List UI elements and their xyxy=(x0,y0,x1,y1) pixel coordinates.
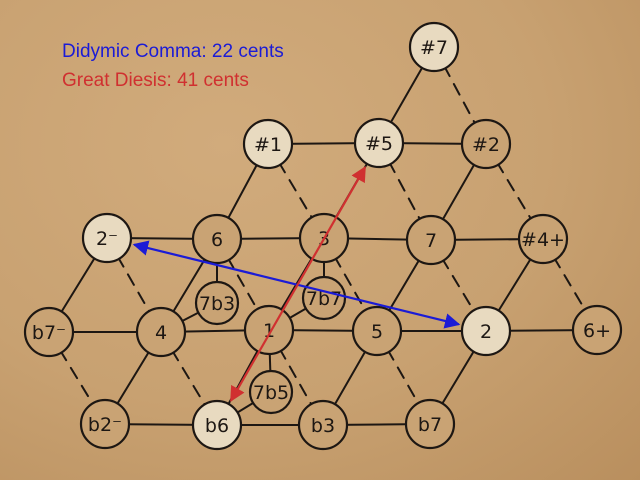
node-label: #5 xyxy=(365,133,393,155)
node-label: b6 xyxy=(205,415,229,437)
node-circle xyxy=(353,117,405,169)
node-label: #1 xyxy=(254,134,282,156)
great-diesis-arrow xyxy=(229,165,367,403)
node-sharp4plus: #4+ xyxy=(517,213,569,265)
node-circle xyxy=(404,398,456,450)
node-label: b2⁻ xyxy=(88,414,122,436)
node-4: 4 xyxy=(135,306,187,358)
node-circle xyxy=(408,21,460,73)
node-sharp1: #1 xyxy=(242,118,294,170)
node-label: 5 xyxy=(371,321,383,343)
node-circle xyxy=(460,305,512,357)
node-circle xyxy=(517,213,569,265)
node-6: 6 xyxy=(191,213,243,265)
node-1: 1 xyxy=(243,304,295,356)
node-label: 7b5 xyxy=(253,382,289,404)
node-label: 1 xyxy=(263,320,275,342)
node-circle xyxy=(23,306,75,358)
node-label: 2 xyxy=(480,321,492,343)
node-label: 7b3 xyxy=(199,293,235,315)
node-7b7: 7b7 xyxy=(301,275,347,321)
node-7b3: 7b3 xyxy=(194,280,240,326)
node-label: #4+ xyxy=(521,229,565,251)
node-2minus: 2⁻ xyxy=(81,212,133,264)
node-b7: b7 xyxy=(404,398,456,450)
node-6plus: 6+ xyxy=(571,304,623,356)
node-label: #7 xyxy=(420,37,448,59)
node-b2minus: b2⁻ xyxy=(79,398,131,450)
node-label: #2 xyxy=(472,134,500,156)
node-b7minus: b7⁻ xyxy=(23,306,75,358)
interval-arrows xyxy=(132,165,461,403)
node-b3: b3 xyxy=(297,399,349,451)
node-label: b3 xyxy=(311,415,335,437)
node-label: 7 xyxy=(425,230,437,252)
node-7b5: 7b5 xyxy=(248,369,294,415)
node-circle xyxy=(460,118,512,170)
node-5: 5 xyxy=(351,305,403,357)
node-sharp2: #2 xyxy=(460,118,512,170)
node-label: 6+ xyxy=(583,320,611,342)
node-b6: b6 xyxy=(191,399,243,451)
great-diesis-label: Great Diesis: 41 cents xyxy=(62,70,249,91)
node-label: b7⁻ xyxy=(32,322,66,344)
didymic-comma-label: Didymic Comma: 22 cents xyxy=(62,41,284,62)
node-2: 2 xyxy=(460,305,512,357)
lattice-nodes: #7#1#5#22⁻637#4+7b37b7b7⁻41526+7b5b2⁻b6b… xyxy=(23,21,623,451)
node-circle xyxy=(191,399,243,451)
node-7: 7 xyxy=(405,214,457,266)
node-label: 6 xyxy=(211,229,223,251)
node-circle xyxy=(571,304,623,356)
node-circle xyxy=(79,398,131,450)
node-circle xyxy=(81,212,133,264)
node-label: 4 xyxy=(155,322,167,344)
node-sharp5: #5 xyxy=(353,117,405,169)
node-sharp7: #7 xyxy=(408,21,460,73)
node-label: 2⁻ xyxy=(96,228,118,250)
node-label: b7 xyxy=(418,414,442,436)
